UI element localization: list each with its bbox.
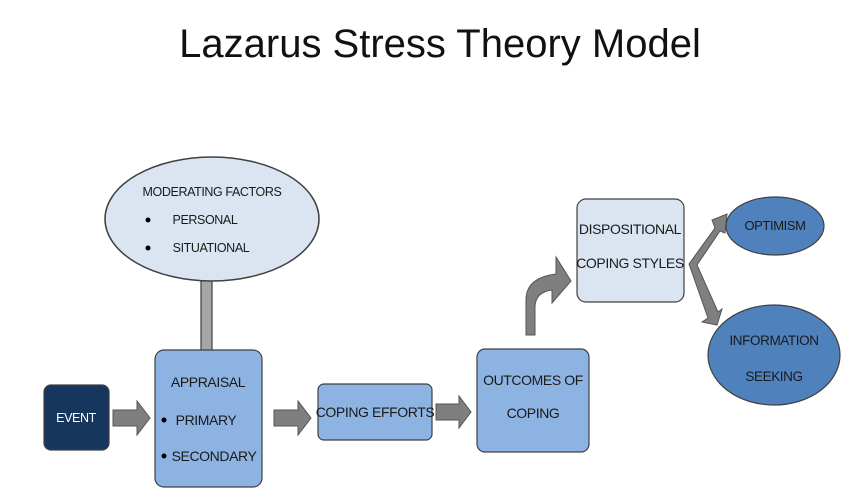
moderating-heading: MODERATING FACTORS [143, 185, 282, 199]
page-title: Lazarus Stress Theory Model [179, 22, 701, 66]
moderating-item-personal: PERSONAL [173, 213, 238, 227]
fork-arrow-icon [688, 213, 728, 326]
moderating-item-situational: SITUATIONAL [173, 241, 250, 255]
appraisal-item-secondary: SECONDARY [172, 448, 258, 464]
appraisal-heading: APPRAISAL [171, 374, 246, 390]
coping-efforts-label: COPING EFFORTS [316, 404, 435, 420]
arrow-right-icon [273, 399, 312, 437]
curved-arrow-icon [525, 255, 572, 336]
event-node: EVENT [43, 384, 110, 451]
outcomes-line2: COPING [507, 405, 560, 421]
appraisal-node: APPRAISAL PRIMARY SECONDARY [154, 349, 263, 488]
bullet-icon [145, 217, 151, 223]
coping-efforts-node: COPING EFFORTS [316, 383, 435, 441]
dispositional-line2: COPING STYLES [576, 255, 684, 271]
appraisal-item-primary: PRIMARY [176, 412, 238, 428]
information-line2: SEEKING [745, 369, 802, 384]
optimism-label: OPTIMISM [744, 218, 805, 233]
bullet-icon [145, 245, 151, 251]
arrow-right-icon [112, 399, 151, 437]
dispositional-node: DISPOSITIONAL COPING STYLES [576, 198, 685, 303]
information-seeking-node: INFORMATION SEEKING [707, 304, 841, 406]
dispositional-line1: DISPOSITIONAL [579, 221, 682, 237]
arrow-right-icon [435, 394, 472, 430]
optimism-node: OPTIMISM [725, 196, 825, 256]
bullet-icon [161, 453, 167, 459]
moderating-connector [200, 277, 213, 353]
bullet-icon [161, 417, 167, 423]
information-line1: INFORMATION [729, 333, 818, 348]
moderating-factors-node: MODERATING FACTORS PERSONAL SITUATIONAL [104, 156, 320, 282]
outcomes-node: OUTCOMES OF COPING [476, 348, 590, 453]
event-label: EVENT [56, 411, 96, 425]
outcomes-line1: OUTCOMES OF [483, 372, 583, 388]
